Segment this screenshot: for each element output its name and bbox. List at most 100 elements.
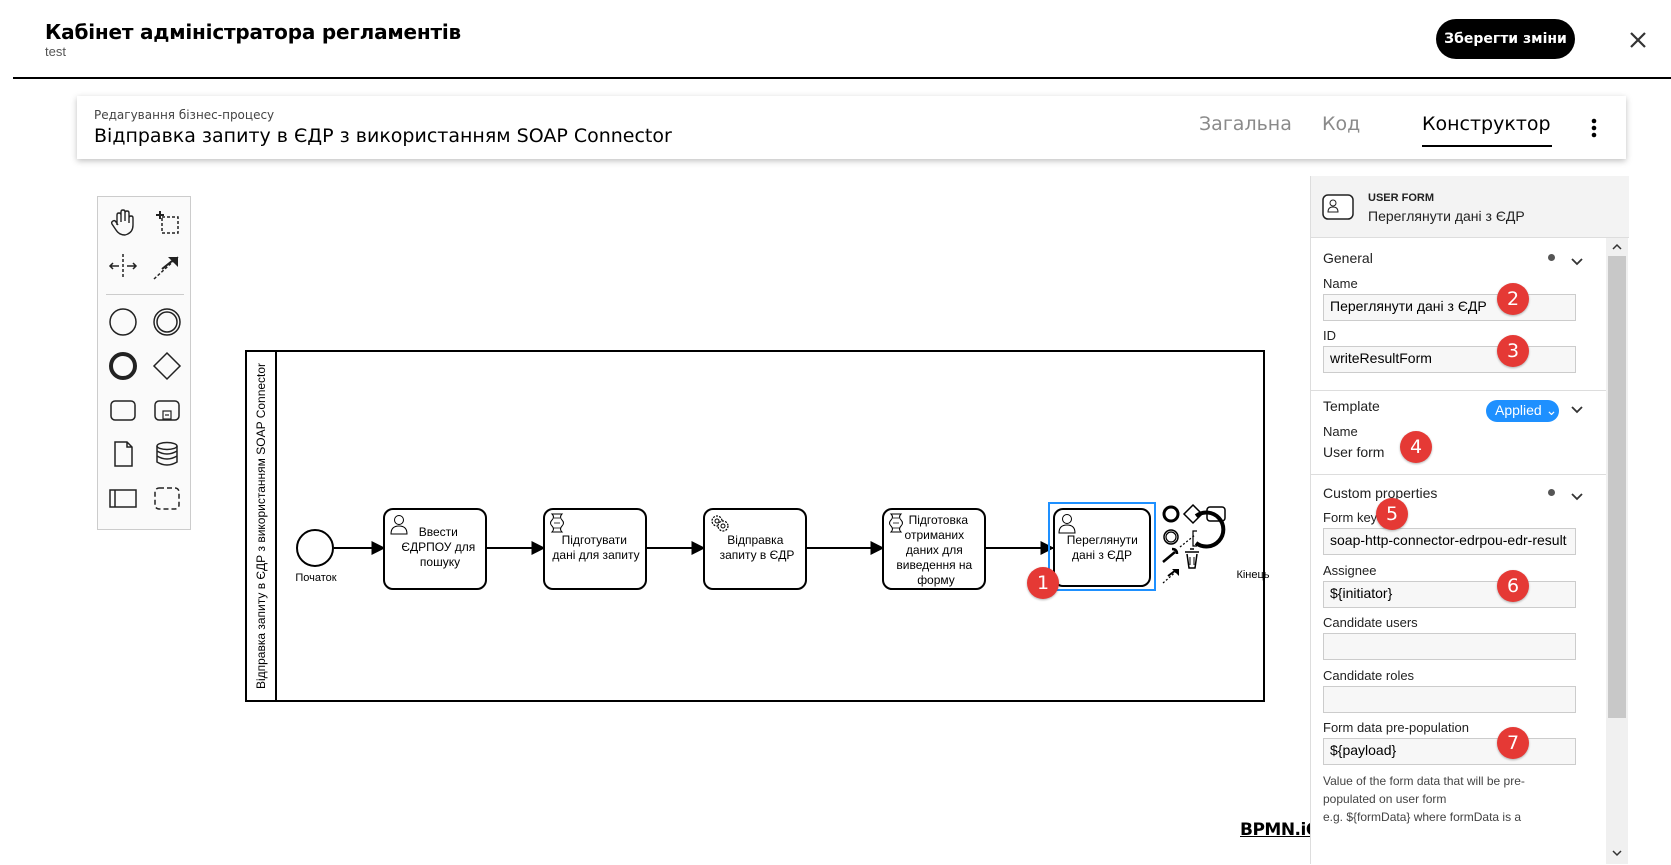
- form-key-field[interactable]: soap-http-connector-edrpou-edr-result: [1323, 528, 1576, 555]
- template-applied-dropdown[interactable]: Applied ⌄: [1486, 400, 1559, 422]
- close-icon[interactable]: [1626, 28, 1650, 52]
- subprocess-icon[interactable]: [150, 393, 184, 427]
- task-prepare-request[interactable]: Підготувати дані для запиту: [543, 508, 647, 590]
- group-icon[interactable]: [150, 481, 184, 515]
- append-intermediate-event-icon: [1163, 529, 1179, 545]
- tab-general[interactable]: Загальна: [1199, 113, 1292, 135]
- task-label-line: виведення на: [896, 558, 972, 572]
- append-gateway-icon: [1182, 503, 1204, 525]
- app-header: Кабінет адміністратора регламентів test …: [0, 0, 1671, 79]
- service-task-icon: [711, 515, 729, 532]
- svg-text:Підготовка отриманих: Підготовка отриманих даних для виведення…: [896, 513, 975, 587]
- chevron-down-icon[interactable]: [1570, 402, 1584, 414]
- properties-panel: USER FORM Переглянути дані з ЄДР General…: [1310, 176, 1629, 864]
- append-end-event-icon: [1162, 505, 1180, 523]
- start-event[interactable]: Початок: [295, 529, 337, 584]
- trash-icon: [1185, 548, 1199, 569]
- palette-separator: [106, 294, 184, 295]
- start-event-icon[interactable]: [106, 305, 140, 339]
- more-options-icon[interactable]: [1584, 116, 1604, 140]
- chevron-down-icon[interactable]: [1610, 846, 1624, 860]
- task-label-line: пошуку: [420, 555, 460, 569]
- context-pad[interactable]: [1162, 503, 1226, 584]
- process-title: Відправка запиту в ЄДР з використанням S…: [94, 125, 672, 147]
- element-name: Переглянути дані з ЄДР: [1368, 208, 1525, 224]
- task-label-line: дані для запиту: [552, 548, 639, 562]
- task-label-line: дані з ЄДР: [1072, 548, 1132, 562]
- wrench-icon: [1162, 547, 1179, 563]
- pool-icon[interactable]: [106, 481, 140, 515]
- candidate-roles-field[interactable]: [1323, 686, 1576, 713]
- callout-badge: 6: [1497, 570, 1529, 602]
- chevron-down-icon: ⌄: [1545, 402, 1558, 418]
- name-field[interactable]: Переглянути дані з ЄДР: [1323, 294, 1576, 321]
- section-general-title[interactable]: General: [1323, 250, 1373, 266]
- candidate-users-field[interactable]: [1323, 633, 1576, 660]
- chevron-up-icon[interactable]: [1610, 240, 1624, 254]
- chevron-down-icon[interactable]: [1570, 254, 1584, 266]
- properties-scrollbar[interactable]: [1606, 238, 1628, 864]
- scrollbar-thumb[interactable]: [1608, 256, 1626, 718]
- task-view-edr-data[interactable]: Переглянути дані з ЄДР: [1048, 502, 1156, 591]
- prepopulation-field[interactable]: ${payload}: [1323, 738, 1576, 765]
- task-icon[interactable]: [106, 393, 140, 427]
- chevron-down-icon[interactable]: [1570, 489, 1584, 501]
- connect-icon: [1162, 569, 1179, 584]
- bpmn-canvas[interactable]: Відправка запиту в ЄДР з використанням S…: [230, 340, 1290, 720]
- section-custom-properties-title[interactable]: Custom properties: [1323, 485, 1438, 501]
- task-label-line: ЄДРПОУ для: [401, 540, 475, 554]
- hand-tool-icon[interactable]: [106, 205, 140, 239]
- task-enter-edrpou[interactable]: Ввести ЄДРПОУ для пошуку: [383, 508, 487, 590]
- svg-text:Переглянути дані з ЄДР: Переглянути дані з ЄДР: [1067, 533, 1141, 562]
- connect-tool-icon[interactable]: [150, 249, 184, 283]
- user-task-icon: [1058, 514, 1076, 534]
- tab-code[interactable]: Код: [1322, 113, 1361, 135]
- properties-header: USER FORM Переглянути дані з ЄДР: [1311, 176, 1629, 238]
- task-label-line: форму: [917, 573, 955, 587]
- bpmn-io-logo[interactable]: BPMN.iO: [1240, 820, 1320, 840]
- template-name-value: User form: [1323, 444, 1385, 460]
- prepopulation-label: Form data pre-population: [1323, 720, 1469, 735]
- prepopulation-hint: populated on user form: [1323, 792, 1447, 806]
- script-task-icon: [889, 513, 903, 533]
- assignee-field[interactable]: ${initiator}: [1323, 581, 1576, 608]
- task-label-line: отриманих: [905, 528, 965, 542]
- template-name-label: Name: [1323, 424, 1358, 439]
- form-key-label: Form key: [1323, 510, 1378, 525]
- data-store-icon[interactable]: [150, 437, 184, 471]
- svg-text:Підготувати дані для з: Підготувати дані для запиту: [552, 533, 639, 562]
- space-tool-icon[interactable]: [106, 249, 140, 283]
- task-label-line: Ввести: [419, 525, 458, 539]
- task-label-line: даних для: [906, 543, 963, 557]
- section-changed-indicator: [1548, 254, 1555, 261]
- user-task-icon: [390, 515, 408, 535]
- applied-label: Applied: [1495, 402, 1542, 418]
- section-divider: [1311, 390, 1606, 391]
- task-label-line: Підготовка: [909, 513, 969, 527]
- callout-badge: 5: [1376, 498, 1408, 530]
- tab-constructor[interactable]: Конструктор: [1422, 113, 1551, 135]
- svg-text:Ввести ЄДРПОУ для: Ввести ЄДРПОУ для пошуку: [401, 525, 478, 569]
- gateway-icon[interactable]: [150, 349, 184, 383]
- save-changes-button[interactable]: Зберегти зміни: [1436, 19, 1575, 59]
- intermediate-event-icon[interactable]: [150, 305, 184, 339]
- callout-badge: 4: [1400, 431, 1432, 463]
- pool-label: Відправка запиту в ЄДР з використанням S…: [254, 363, 268, 689]
- section-divider: [1311, 474, 1606, 475]
- task-label-line: запиту в ЄДР: [720, 548, 795, 562]
- header-divider: [13, 77, 1671, 79]
- task-prepare-display-data[interactable]: Підготовка отриманих даних для виведення…: [882, 508, 986, 590]
- task-send-request[interactable]: Відправка запиту в ЄДР: [703, 508, 807, 590]
- svg-text:Відправка запиту в ЄДР: Відправка запиту в ЄДР: [720, 533, 795, 562]
- element-type: USER FORM: [1368, 192, 1434, 204]
- end-event[interactable]: Кінець: [1194, 510, 1270, 582]
- callout-badge: 2: [1497, 283, 1529, 315]
- end-event-icon[interactable]: [106, 349, 140, 383]
- data-object-icon[interactable]: [106, 437, 140, 471]
- lasso-tool-icon[interactable]: [150, 205, 184, 239]
- section-template-title[interactable]: Template: [1323, 398, 1380, 414]
- id-field[interactable]: writeResultForm: [1323, 346, 1576, 373]
- callout-badge: 1: [1027, 567, 1059, 599]
- candidate-users-label: Candidate users: [1323, 615, 1418, 630]
- process-header: Редагування бізнес-процесу Відправка зап…: [77, 96, 1626, 159]
